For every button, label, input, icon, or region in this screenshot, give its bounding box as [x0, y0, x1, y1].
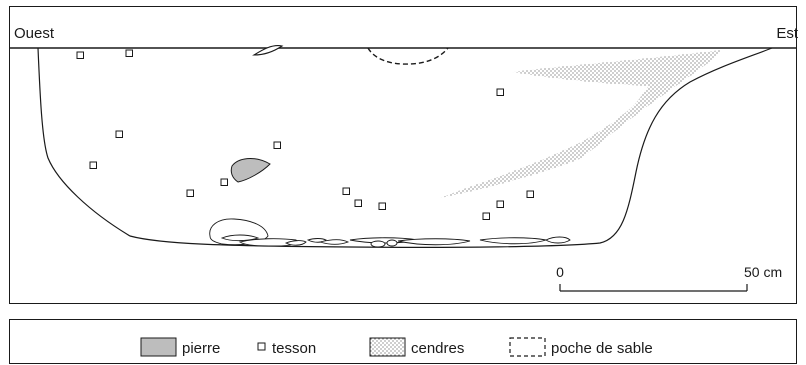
stone — [230, 158, 271, 183]
sherd-marker — [115, 130, 123, 138]
bone-fragment — [284, 240, 307, 246]
scale-end-label: 50 cm — [744, 264, 782, 280]
west-label: Ouest — [14, 25, 55, 42]
sherd-marker — [125, 49, 133, 57]
legend-sherd-swatch — [257, 342, 266, 351]
legend: pierre tesson cendres poche de sable — [140, 337, 653, 357]
sherd-marker — [76, 51, 84, 59]
bone-fragment — [545, 236, 571, 244]
legend-sand-pocket-label: poche de sable — [551, 340, 653, 357]
scale-bar: 0 50 cm — [556, 264, 782, 292]
bone-fragment — [386, 239, 398, 247]
bone-fragment — [318, 239, 350, 245]
legend-sherd-label: tesson — [272, 340, 316, 357]
section-frame — [9, 6, 797, 304]
sherd-marker — [89, 161, 97, 169]
mandible — [220, 234, 260, 242]
bone-fragment — [370, 240, 386, 248]
legend-ash-label: cendres — [411, 340, 464, 357]
sherd-marker — [273, 141, 281, 149]
sand-pocket — [367, 47, 449, 65]
sherd-marker — [496, 200, 504, 208]
skeletal-remains — [209, 218, 571, 248]
pit-outline — [37, 47, 773, 248]
legend-ash-swatch — [369, 337, 406, 357]
sherd-marker — [378, 202, 386, 210]
bone-fragment — [479, 237, 547, 245]
east-label: Est — [776, 25, 799, 42]
sherd-marker — [354, 199, 362, 207]
sherd-marker — [220, 178, 228, 186]
legend-stone-swatch — [140, 337, 177, 357]
sherd-marker — [496, 88, 504, 96]
sherd-marker — [186, 189, 194, 197]
bone-fragment — [397, 238, 471, 246]
sherd-marker — [482, 212, 490, 220]
sherds — [76, 49, 534, 220]
legend-stone-label: pierre — [182, 340, 220, 357]
scale-start-label: 0 — [556, 264, 564, 280]
legend-frame — [9, 319, 797, 364]
ash-layer — [440, 50, 722, 198]
sherd-marker — [342, 187, 350, 195]
legend-sand-pocket-swatch — [509, 337, 546, 357]
surface-lens — [252, 45, 284, 56]
sherd-marker — [526, 190, 534, 198]
